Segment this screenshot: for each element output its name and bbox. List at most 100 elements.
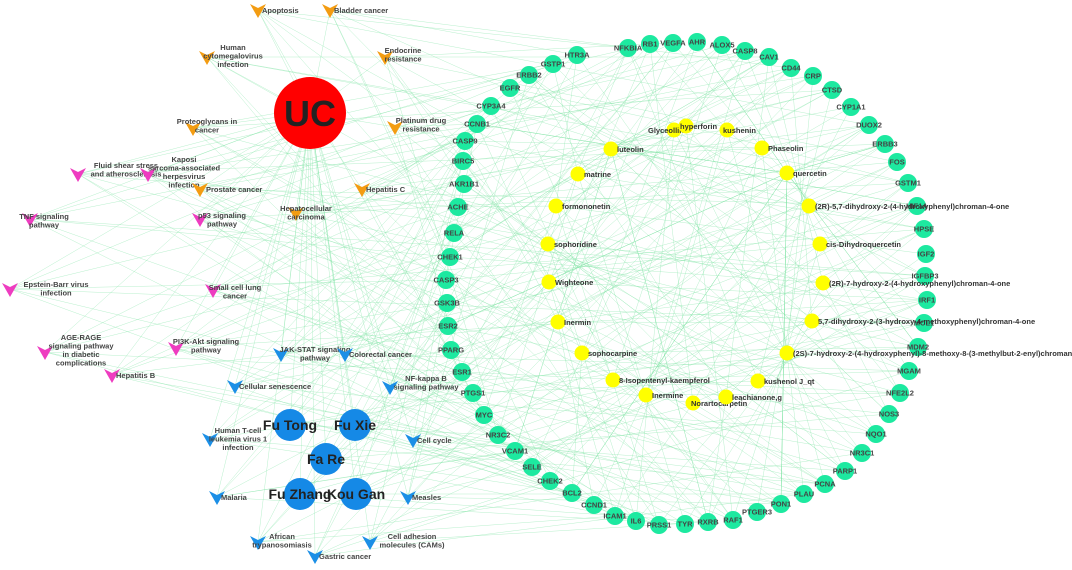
ingredient-label-formononetin: formononetin bbox=[562, 202, 611, 211]
edge bbox=[577, 173, 877, 435]
edge bbox=[557, 42, 674, 323]
edge bbox=[175, 347, 782, 505]
edge bbox=[407, 75, 814, 498]
edge bbox=[457, 206, 788, 354]
edge bbox=[726, 129, 928, 301]
edge bbox=[206, 56, 637, 522]
pathway-node-fluid-shear-stress-and-atherosclerosis bbox=[70, 168, 86, 182]
ingredient-label-sophoridine: sophoridine bbox=[554, 240, 597, 249]
target-label-tyr: TYR bbox=[678, 520, 694, 529]
target-node-nqo1 bbox=[867, 425, 885, 443]
edge bbox=[9, 288, 925, 324]
edge bbox=[612, 161, 898, 381]
pathway-node-colorectal-cancer bbox=[337, 348, 353, 362]
target-label-alox5: ALOX5 bbox=[709, 41, 734, 50]
edge bbox=[111, 112, 311, 376]
target-label-igf2: IGF2 bbox=[918, 250, 935, 259]
target-node-nr3c1 bbox=[853, 444, 871, 462]
target-node-cyp3a4 bbox=[482, 97, 500, 115]
edge bbox=[289, 140, 466, 426]
ingredient-label-matrine: matrine bbox=[584, 170, 611, 179]
edge bbox=[658, 352, 788, 526]
uc-center-node bbox=[274, 77, 346, 149]
edge bbox=[446, 302, 614, 381]
target-label-sele: SELE bbox=[522, 463, 542, 472]
edge bbox=[549, 205, 810, 482]
target-node-raf1 bbox=[724, 511, 742, 529]
edge bbox=[757, 275, 926, 382]
edge bbox=[199, 140, 466, 190]
edge bbox=[822, 282, 890, 415]
edge bbox=[528, 74, 727, 398]
target-label-casp8: CASP8 bbox=[732, 47, 757, 56]
ingredient-node-2s-7-hydroxy-2-4-hydroxyphenyl-8-methoxy-8-3-methylbut-2-enyl-chroman-4-one bbox=[779, 345, 795, 361]
pathway-label-colorectal-cancer: Colorectal cancer bbox=[349, 350, 412, 359]
edge bbox=[394, 123, 478, 128]
ingredient-label-kushenin: kushenin bbox=[723, 126, 756, 135]
edge bbox=[557, 321, 925, 324]
pathway-label-apoptosis: Apoptosis bbox=[262, 6, 299, 15]
target-node-rela bbox=[445, 224, 463, 242]
ingredient-label-8-isopentenyl-kaempferol: 8-Isopentenyl-kaempferol bbox=[619, 376, 710, 385]
target-label-gstm1: GSTM1 bbox=[895, 179, 921, 188]
ingredient-label-2r-7-hydroxy-2-4-hydroxyphenyl-chroman-4-one: (2R)-7-hydroxy-2-(4-hydroxyphenyl)chroma… bbox=[829, 279, 1010, 288]
edge bbox=[389, 386, 499, 436]
pathway-node-measles bbox=[400, 491, 416, 505]
ingredient-node-2r-7-hydroxy-2-4-hydroxyphenyl-chroman-4-one bbox=[815, 275, 831, 291]
target-label-egfr: EGFR bbox=[500, 84, 521, 93]
target-label-ccnb1: CCNB1 bbox=[464, 120, 490, 129]
pathway-node-nf-kappa-b-signaling-pathway bbox=[382, 381, 398, 395]
target-label-cyp3a4: CYP3A4 bbox=[476, 102, 506, 111]
target-label-igfbp3: IGFBP3 bbox=[911, 272, 938, 281]
symptom-node-fa-re bbox=[310, 443, 342, 475]
edge bbox=[314, 480, 551, 557]
target-node-myc bbox=[475, 406, 493, 424]
pathway-node-african-trypanosomiasis bbox=[250, 536, 266, 550]
target-label-ptger3: PTGER3 bbox=[742, 508, 772, 517]
uc-label: UC bbox=[284, 93, 336, 134]
ingredient-node-kushenin bbox=[719, 122, 735, 138]
ingredient-label-luteolin: luteolin bbox=[617, 145, 644, 154]
target-node-mcl1 bbox=[915, 314, 933, 332]
target-node-casp9 bbox=[456, 132, 474, 150]
target-label-mdm2: MDM2 bbox=[907, 343, 929, 352]
edge bbox=[329, 9, 578, 56]
pathway-node-endocrine-resistance bbox=[377, 51, 393, 65]
edge bbox=[786, 352, 863, 454]
edge bbox=[289, 56, 770, 426]
edge bbox=[361, 124, 870, 190]
edge bbox=[407, 466, 533, 498]
edge bbox=[726, 129, 826, 485]
edge bbox=[212, 289, 463, 373]
edge bbox=[394, 126, 925, 230]
edge bbox=[811, 228, 925, 322]
target-label-prss1: PRSS1 bbox=[647, 521, 672, 530]
edge bbox=[780, 172, 788, 505]
edge bbox=[412, 371, 463, 441]
target-label-nfkbia: NFKBIA bbox=[614, 44, 643, 53]
edge bbox=[257, 140, 466, 543]
target-label-chek2: CHEK2 bbox=[537, 477, 562, 486]
edge bbox=[786, 143, 886, 174]
pathway-node-malaria bbox=[209, 491, 225, 505]
target-node-rb1 bbox=[641, 35, 659, 53]
target-node-gsk3b bbox=[438, 294, 456, 312]
edge bbox=[9, 112, 311, 290]
target-label-raf1: RAF1 bbox=[723, 516, 743, 525]
target-label-rb1: RB1 bbox=[642, 40, 657, 49]
edge bbox=[696, 41, 788, 174]
edge bbox=[209, 279, 447, 440]
target-node-cyp1a1 bbox=[842, 98, 860, 116]
edge bbox=[111, 275, 926, 376]
edge bbox=[811, 320, 877, 435]
target-node-casp3 bbox=[437, 271, 455, 289]
ingredient-node-hyperforin bbox=[678, 118, 694, 134]
edge bbox=[325, 458, 616, 517]
edges-layer bbox=[9, 9, 928, 557]
ingredient-node-inermin bbox=[550, 314, 566, 330]
edge bbox=[808, 205, 910, 372]
pathway-node-hepatitis-c bbox=[354, 183, 370, 197]
